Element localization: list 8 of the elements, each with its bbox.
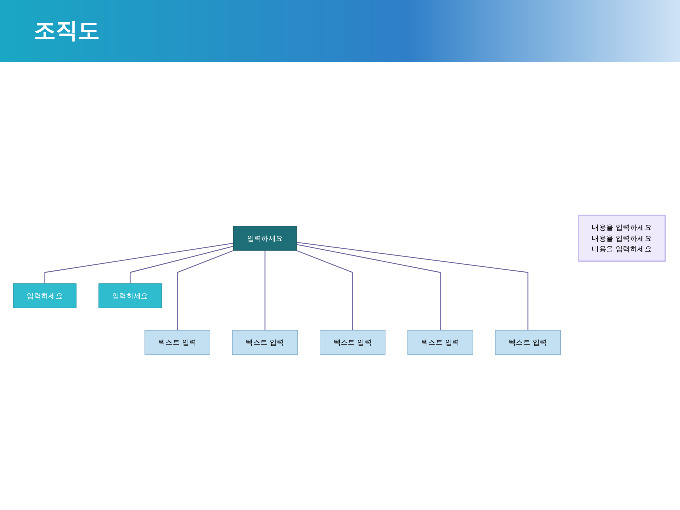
connector: [296, 250, 354, 331]
slide-title: 조직도: [34, 18, 100, 46]
connector: [264, 250, 266, 331]
connector: [44, 242, 234, 284]
connector: [130, 246, 234, 284]
connector: [296, 244, 441, 331]
connector: [177, 250, 235, 331]
connector: [296, 242, 529, 331]
